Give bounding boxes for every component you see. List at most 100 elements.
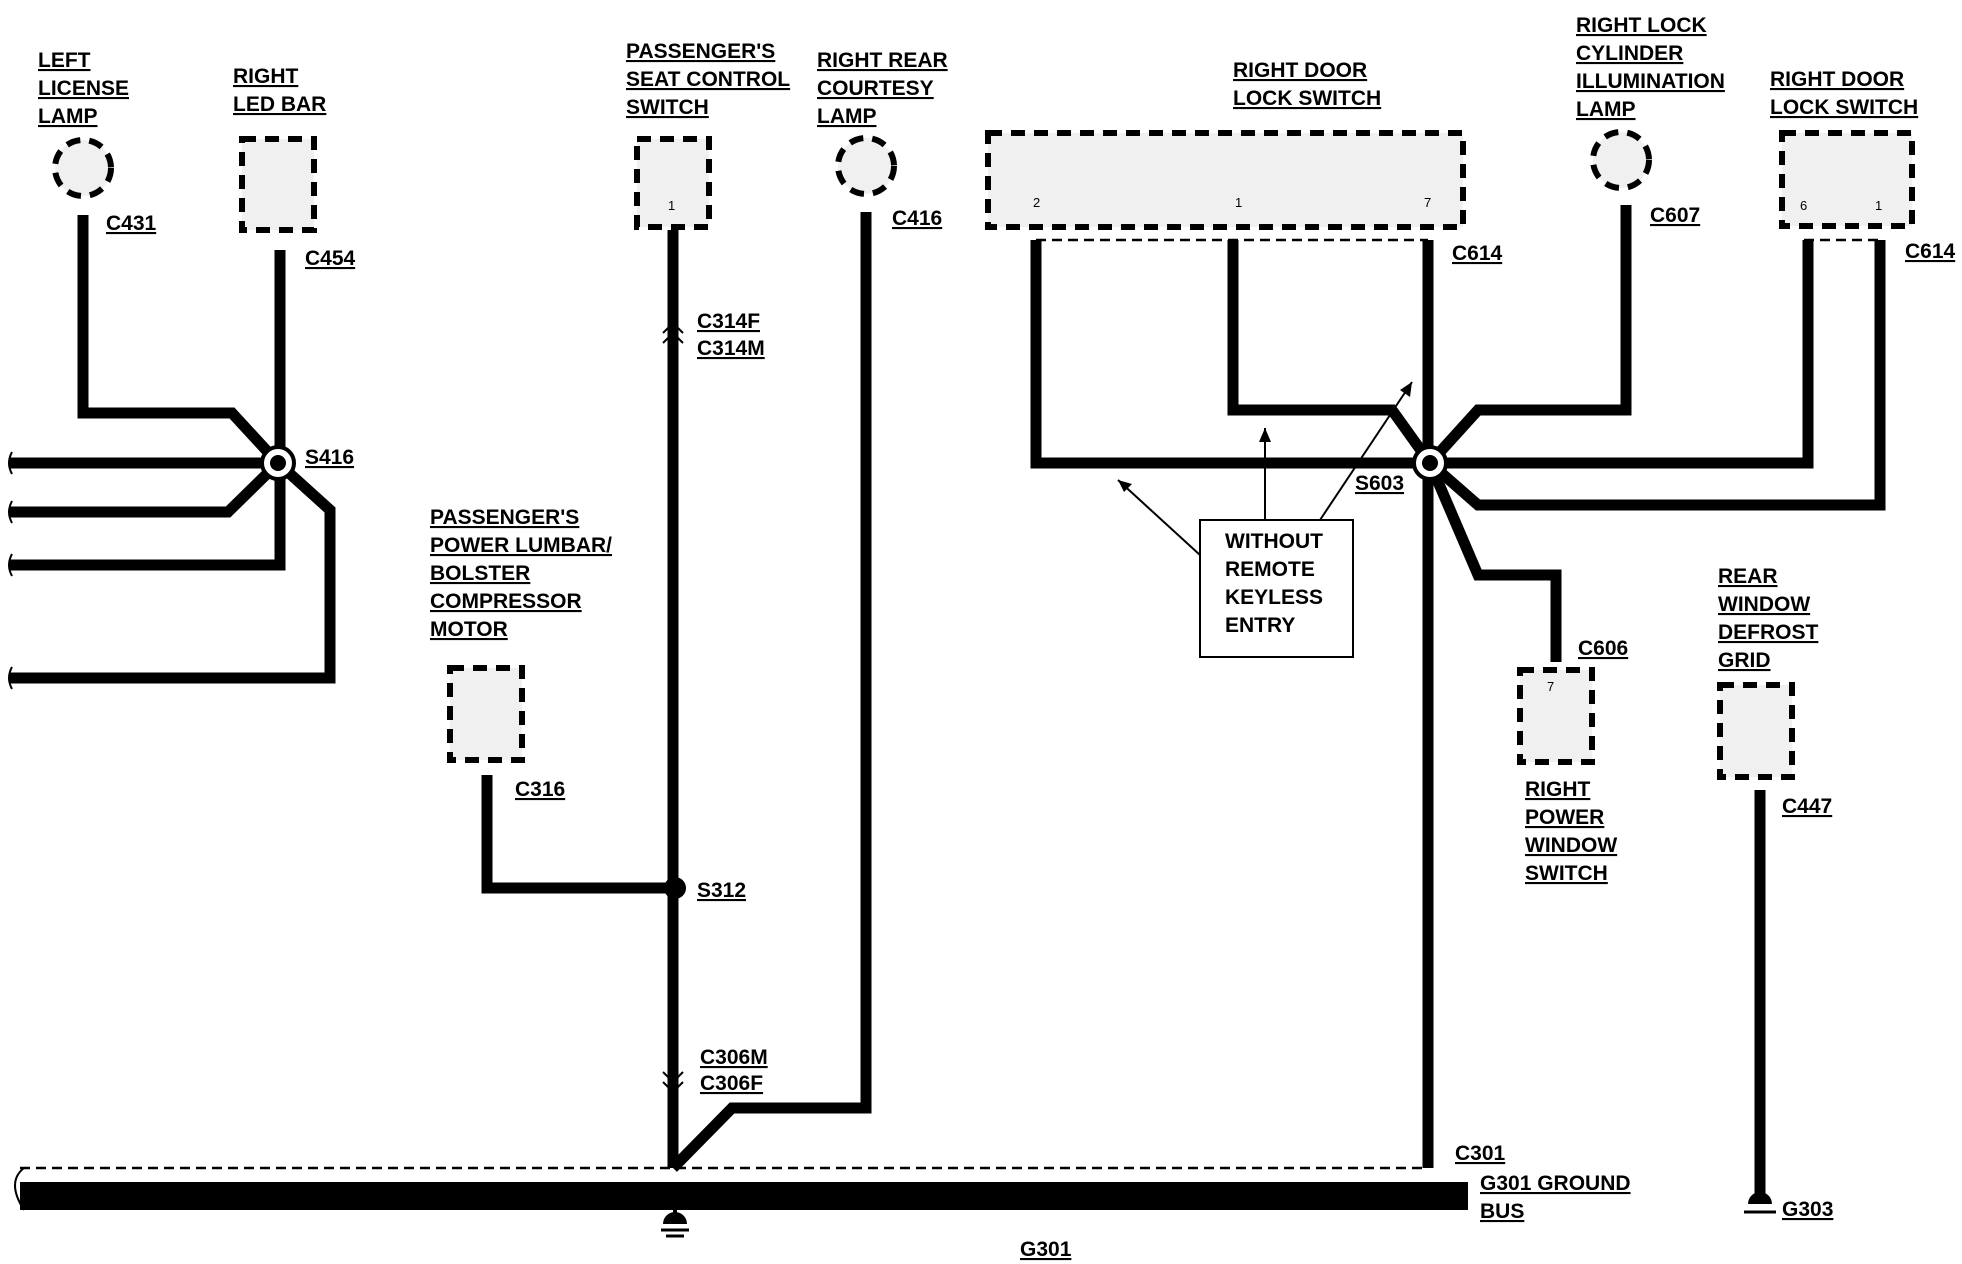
connector-c416: C416 — [892, 207, 942, 230]
connector-c606: C606 — [1578, 637, 1628, 660]
connector-c301: C301 — [1455, 1142, 1506, 1165]
left-wires: S416 — [8, 215, 354, 690]
seat-switch-label-1: PASSENGER'S — [626, 40, 775, 63]
courtesy-lamp-label-2: COURTESY — [817, 77, 934, 100]
without-remote-keyless-entry-note: WITHOUT REMOTE KEYLESS ENTRY — [1117, 381, 1413, 658]
door-lock-pin-7: 7 — [1424, 195, 1431, 210]
right-wires: S603 — [1030, 205, 1886, 1168]
side-lock-pin-1: 1 — [1875, 198, 1882, 213]
splice-s312 — [664, 877, 686, 899]
led-bar-body — [239, 136, 317, 233]
door-lock-switch-label-2: LOCK SWITCH — [1233, 87, 1381, 110]
connector-c614-side: C614 — [1905, 240, 1956, 263]
courtesy-lamp-label-3: LAMP — [817, 105, 877, 128]
arrow-head — [1259, 428, 1271, 442]
wire-s416-left-2 — [10, 459, 282, 518]
wire-s416-left-3 — [10, 463, 286, 571]
note-arrow-right — [1319, 381, 1413, 521]
note-line-1: WITHOUT — [1225, 530, 1323, 553]
connector-c316: C316 — [515, 778, 565, 801]
arrow-head — [1118, 480, 1132, 492]
note-line-3: KEYLESS — [1225, 586, 1323, 609]
wire-side-pin6-s603 — [1430, 240, 1814, 469]
wire-window-switch-s603 — [1424, 460, 1562, 662]
left-license-lamp-label-3: LAMP — [38, 105, 98, 128]
cylinder-lamp-label-1: RIGHT LOCK — [1576, 14, 1707, 37]
passenger-lumbar-motor: PASSENGER'S POWER LUMBAR/ BOLSTER COMPRE… — [430, 506, 612, 801]
right-door-lock-switch-main: RIGHT DOOR LOCK SWITCH 2 1 7 C614 — [985, 59, 1503, 265]
note-line-2: REMOTE — [1225, 558, 1315, 581]
connector-c314-mark — [662, 321, 684, 344]
ground-bus-label-2: BUS — [1480, 1200, 1524, 1223]
wire-c431-s416 — [77, 215, 283, 467]
wire-cylinder-s603 — [1425, 205, 1632, 467]
side-lock-switch-label-1: RIGHT DOOR — [1770, 68, 1904, 91]
ground-g303-label: G303 — [1782, 1198, 1833, 1221]
arrow-head — [1400, 382, 1412, 397]
left-license-lamp-label-1: LEFT — [38, 49, 91, 72]
door-lock-switch-body — [985, 130, 1466, 230]
ground-g301-label: G301 — [1020, 1238, 1072, 1261]
window-switch-label-3: WINDOW — [1525, 834, 1617, 857]
seat-switch-body — [634, 136, 712, 230]
note-arrow-left — [1117, 479, 1201, 556]
right-led-bar: RIGHT LED BAR C454 — [233, 65, 356, 270]
window-switch-label-2: POWER — [1525, 806, 1604, 829]
wire-courtesy-ground — [669, 212, 872, 1172]
cylinder-lamp-label-2: CYLINDER — [1576, 42, 1683, 65]
lamp-icon — [835, 135, 897, 197]
door-lock-pin-1: 1 — [1235, 195, 1242, 210]
lumbar-label-3: BOLSTER — [430, 562, 530, 585]
right-door-lock-switch-side: RIGHT DOOR LOCK SWITCH 6 1 C614 — [1770, 68, 1956, 263]
side-lock-pin-6: 6 — [1800, 198, 1807, 213]
defrost-grid-body — [1717, 682, 1795, 780]
wire-door-pin1-s603 — [1227, 240, 1435, 467]
window-switch-body — [1517, 667, 1595, 765]
defrost-label-2: WINDOW — [1718, 593, 1810, 616]
lumbar-label-2: POWER LUMBAR/ — [430, 534, 612, 557]
wire-end-2 — [8, 500, 13, 524]
splice-s416-label: S416 — [305, 446, 354, 469]
right-power-window-switch: 7 C606 RIGHT POWER WINDOW SWITCH — [1517, 637, 1628, 885]
splice-dot — [270, 455, 286, 471]
defrost-label-1: REAR — [1718, 565, 1778, 588]
window-switch-label-4: SWITCH — [1525, 862, 1608, 885]
splice-dot — [1422, 455, 1438, 471]
right-led-bar-label-1: RIGHT — [233, 65, 299, 88]
window-switch-pin: 7 — [1547, 679, 1554, 694]
left-license-lamp-label-2: LICENSE — [38, 77, 129, 100]
lumbar-label-1: PASSENGER'S — [430, 506, 579, 529]
connector-c607: C607 — [1650, 204, 1700, 227]
connector-c306-mark — [662, 1071, 684, 1094]
wire-end-3 — [8, 553, 13, 577]
wire-lumbar-s312 — [481, 775, 673, 894]
ground-g303-icon — [1744, 1192, 1776, 1214]
right-led-bar-label-2: LED BAR — [233, 93, 326, 116]
defrost-label-4: GRID — [1718, 649, 1771, 672]
lamp-icon — [1590, 129, 1652, 191]
lamp-icon — [52, 137, 114, 199]
wire-end-1 — [8, 451, 13, 475]
side-lock-switch-label-2: LOCK SWITCH — [1770, 96, 1918, 119]
defrost-label-3: DEFROST — [1718, 621, 1819, 644]
ground-bus-end — [14, 1167, 25, 1211]
lumbar-label-4: COMPRESSOR — [430, 590, 582, 613]
ground-g301-icon — [661, 1210, 689, 1238]
rear-window-defrost-grid: REAR WINDOW DEFROST GRID C447 G303 — [1717, 565, 1833, 1221]
ground-bus-bar — [20, 1182, 1468, 1210]
wire-side-pin1-s603 — [1426, 240, 1886, 511]
side-lock-switch-body — [1779, 130, 1915, 229]
note-line-4: ENTRY — [1225, 614, 1295, 637]
right-lock-cylinder-lamp: RIGHT LOCK CYLINDER ILLUMINATION LAMP C6… — [1576, 14, 1725, 227]
seat-switch-label-2: SEAT CONTROL — [626, 68, 790, 91]
connector-c614-main: C614 — [1452, 242, 1503, 265]
wire-s416-left-4 — [10, 458, 336, 684]
connector-c454: C454 — [305, 247, 356, 270]
splice-s603-label: S603 — [1355, 472, 1404, 495]
cylinder-lamp-label-4: LAMP — [1576, 98, 1636, 121]
connector-c447: C447 — [1782, 795, 1832, 818]
center-wires: S312 C306M C306F — [481, 212, 872, 1172]
window-switch-label-1: RIGHT — [1525, 778, 1591, 801]
ground-bus-label-1: G301 GROUND — [1480, 1172, 1631, 1195]
